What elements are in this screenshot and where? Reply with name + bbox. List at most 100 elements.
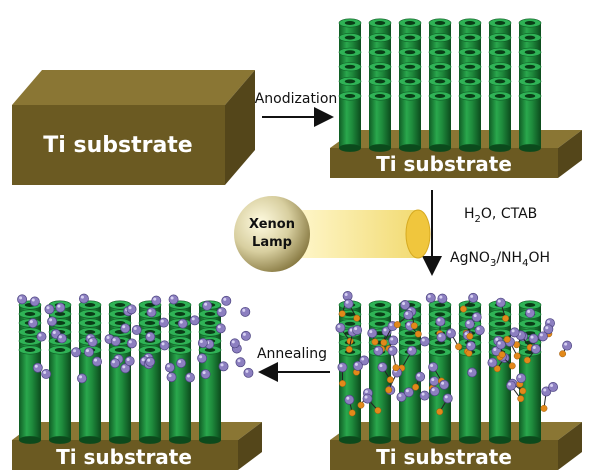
nanoparticle <box>197 353 208 364</box>
nanotube-array-decorated: Ti substrate <box>330 290 582 470</box>
nanoparticle <box>425 292 436 303</box>
nanoparticle <box>335 322 354 345</box>
arrow-anodization: Anodization <box>255 91 338 127</box>
nanotube <box>168 345 192 444</box>
nanoparticle <box>516 373 527 388</box>
nanoparticle <box>523 344 541 364</box>
nanoparticle <box>467 367 478 378</box>
nanotube <box>368 347 392 444</box>
nanotube <box>78 345 102 444</box>
lamp-label-lamp: Lamp <box>252 235 292 250</box>
nanoparticle <box>55 302 66 313</box>
nanotube-array-annealed: Ti substrate <box>12 293 262 470</box>
nanoparticle <box>120 323 131 334</box>
nanoparticle <box>525 308 536 319</box>
nanoparticle <box>367 328 379 346</box>
nanoparticle <box>548 381 559 392</box>
nanoparticle <box>145 331 156 342</box>
nanoparticle <box>474 325 485 336</box>
nanoparticle <box>145 356 156 367</box>
arrow-annealing: Annealing <box>257 346 330 382</box>
nanoparticle <box>120 363 131 374</box>
nanoparticle <box>393 310 414 329</box>
nanoparticle <box>338 290 353 318</box>
nanoparticle <box>428 362 445 385</box>
nanoparticle <box>84 347 94 358</box>
nanoparticle <box>445 328 463 351</box>
nanoparticle <box>77 373 87 384</box>
nanoparticle <box>124 356 135 366</box>
anodization-label: Anodization <box>255 91 338 107</box>
xenon-lamp: Xenon Lamp <box>234 196 431 272</box>
nanoparticle <box>189 315 200 326</box>
nanoparticle <box>503 327 520 343</box>
nanotube <box>138 345 162 444</box>
nanoparticle <box>41 369 52 379</box>
nanoparticle <box>110 336 121 347</box>
nanoparticle <box>71 347 82 358</box>
nanoparticle <box>200 369 211 380</box>
nanoparticle <box>177 318 188 329</box>
nanoparticle <box>487 357 498 368</box>
nanoparticle <box>164 362 175 373</box>
nanoparticle <box>419 336 430 347</box>
nanoparticle <box>126 338 137 349</box>
nanoparticle <box>176 358 187 369</box>
nanoparticle <box>27 318 38 329</box>
nanoparticle <box>92 356 102 367</box>
nanoparticle <box>436 332 447 343</box>
nanoparticle <box>159 340 170 351</box>
nanoparticle <box>158 317 169 328</box>
substrate-label-1: Ti substrate <box>43 133 192 158</box>
nanoparticle <box>419 390 430 401</box>
nanoparticle <box>218 361 229 372</box>
nanotube <box>398 91 422 152</box>
nanoparticle <box>377 362 394 384</box>
nanoparticle <box>78 293 89 304</box>
nanotube <box>338 91 362 152</box>
nanoparticle <box>506 380 525 403</box>
nanotube <box>18 345 42 444</box>
nanoparticle <box>32 362 43 373</box>
nanoparticle <box>36 331 47 342</box>
nanoparticle <box>44 304 55 315</box>
nanoparticle <box>373 345 384 356</box>
nanoparticle <box>439 379 450 390</box>
nanoparticle <box>235 357 246 368</box>
nanoparticle <box>352 325 363 336</box>
nanotube <box>458 91 482 152</box>
nanoparticle <box>559 340 573 358</box>
nanoparticle <box>240 306 251 317</box>
nanoparticle <box>460 292 479 313</box>
nanoparticle <box>396 392 407 402</box>
annealing-label: Annealing <box>257 346 327 362</box>
nanoparticle <box>412 371 426 391</box>
nanotube <box>488 91 512 152</box>
nanoparticle <box>437 293 448 304</box>
nanoparticle <box>362 393 382 414</box>
nanoparticle <box>47 316 58 327</box>
nanoparticle <box>495 339 506 359</box>
nanoparticle <box>126 304 137 315</box>
nanoparticle <box>17 294 28 305</box>
nanoparticle <box>56 333 67 344</box>
nanoparticle <box>429 386 440 397</box>
nanoparticle <box>216 307 227 317</box>
nanoparticle <box>240 330 251 341</box>
substrate-label-2: Ti substrate <box>376 152 512 176</box>
nanotube <box>48 345 72 444</box>
nanoparticle <box>29 296 40 307</box>
nanoparticle <box>197 338 208 348</box>
nanoparticle <box>202 300 213 311</box>
nanoparticle <box>131 325 142 335</box>
nanoparticle <box>400 300 411 310</box>
nanoparticle <box>540 386 552 412</box>
nanoparticle <box>344 394 356 417</box>
nanoparticle <box>168 294 179 305</box>
nanoparticle <box>436 393 453 416</box>
nanoparticle <box>537 331 548 342</box>
nanoparticle <box>221 295 232 306</box>
nanoparticle <box>215 323 226 334</box>
reagent-label-1: H2O, CTAB <box>464 206 537 225</box>
nanoparticle <box>166 372 177 383</box>
